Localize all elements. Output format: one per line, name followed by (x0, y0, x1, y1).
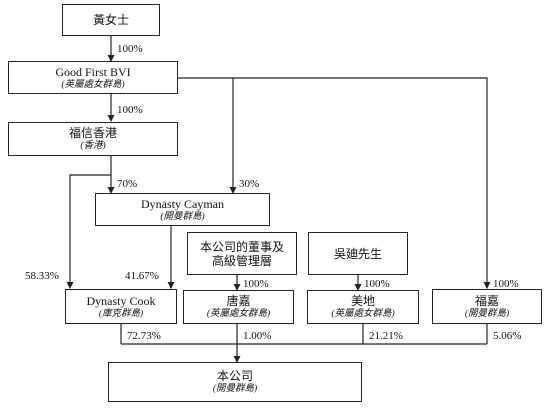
entity-name: 本公司 (216, 369, 253, 383)
entity-name: Dynasty Cook (86, 293, 156, 308)
entity-name: 黃女士 (92, 13, 129, 27)
edge-fuxin-cook (66, 174, 111, 289)
entity-dynasty-cayman: Dynasty Cayman (開曼群島) (95, 193, 270, 226)
entity-jurisdiction: (英屬處女群島) (61, 79, 125, 90)
entity-line: 高級管理層 (211, 253, 272, 268)
entity-jurisdiction: (開曼群島) (464, 308, 510, 319)
entity-name: 福嘉 (474, 293, 499, 308)
entity-tangjia: 唐嘉 (英屬處女群島) (183, 290, 294, 324)
entity-jurisdiction: (香港) (80, 141, 106, 151)
entity-jurisdiction: (庫克群島) (98, 308, 144, 319)
pct-fuxin-to-cayman: 70% (117, 178, 138, 190)
entity-ms-huang: 黃女士 (62, 4, 160, 36)
entity-dynasty-cook: Dynasty Cook (庫克群島) (65, 289, 177, 324)
pct-fujia-to-company: 5.06% (493, 330, 522, 342)
entity-directors-management: 本公司的董事及 高級管理層 (187, 232, 297, 275)
pct-bvi-to-fuxin: 100% (117, 104, 143, 116)
entity-name: Dynasty Cayman (141, 196, 224, 211)
entity-jurisdiction: (開曼群島) (212, 384, 258, 394)
entity-company: 本公司 (開曼群島) (108, 362, 362, 402)
pct-huang-to-bvi: 100% (117, 43, 143, 55)
pct-bvi-to-cayman: 30% (239, 178, 260, 190)
entity-fujia: 福嘉 (開曼群島) (432, 289, 542, 324)
entity-good-first-bvi: Good First BVI (英屬處女群島) (8, 61, 178, 94)
entity-meidi: 美地 (英屬處女群島) (307, 290, 419, 324)
pct-directors-to-tangjia: 100% (243, 278, 269, 290)
pct-cayman-to-cook: 41.67% (125, 270, 159, 282)
pct-fuxin-to-cook: 58.33% (25, 270, 59, 282)
entity-fuxin-hk: 福信香港 (香港) (8, 122, 178, 156)
entity-mr-wu: 吳廸先生 (308, 232, 408, 275)
edge-bvi-fujia (233, 77, 491, 289)
pct-wu-to-meidi: 100% (364, 278, 390, 290)
entity-name: 吳廸先生 (333, 246, 382, 261)
pct-bvi-to-fujia: 100% (493, 278, 519, 290)
entity-name: 美地 (350, 294, 375, 308)
pct-cook-to-company: 72.73% (127, 330, 161, 342)
entity-name: 唐嘉 (226, 294, 251, 308)
entity-name: 福信香港 (68, 126, 117, 140)
pct-tangjia-to-company: 1.00% (243, 330, 272, 342)
entity-name: Good First BVI (55, 64, 131, 79)
entity-jurisdiction: (英屬處女群島) (206, 309, 271, 319)
edge-bvi-cayman (178, 77, 237, 194)
pct-meidi-to-company: 21.21% (369, 330, 403, 342)
entity-line: 本公司的董事及 (199, 239, 284, 254)
entity-jurisdiction: (英屬處女群島) (331, 309, 395, 319)
entity-jurisdiction: (開曼群島) (160, 211, 205, 222)
